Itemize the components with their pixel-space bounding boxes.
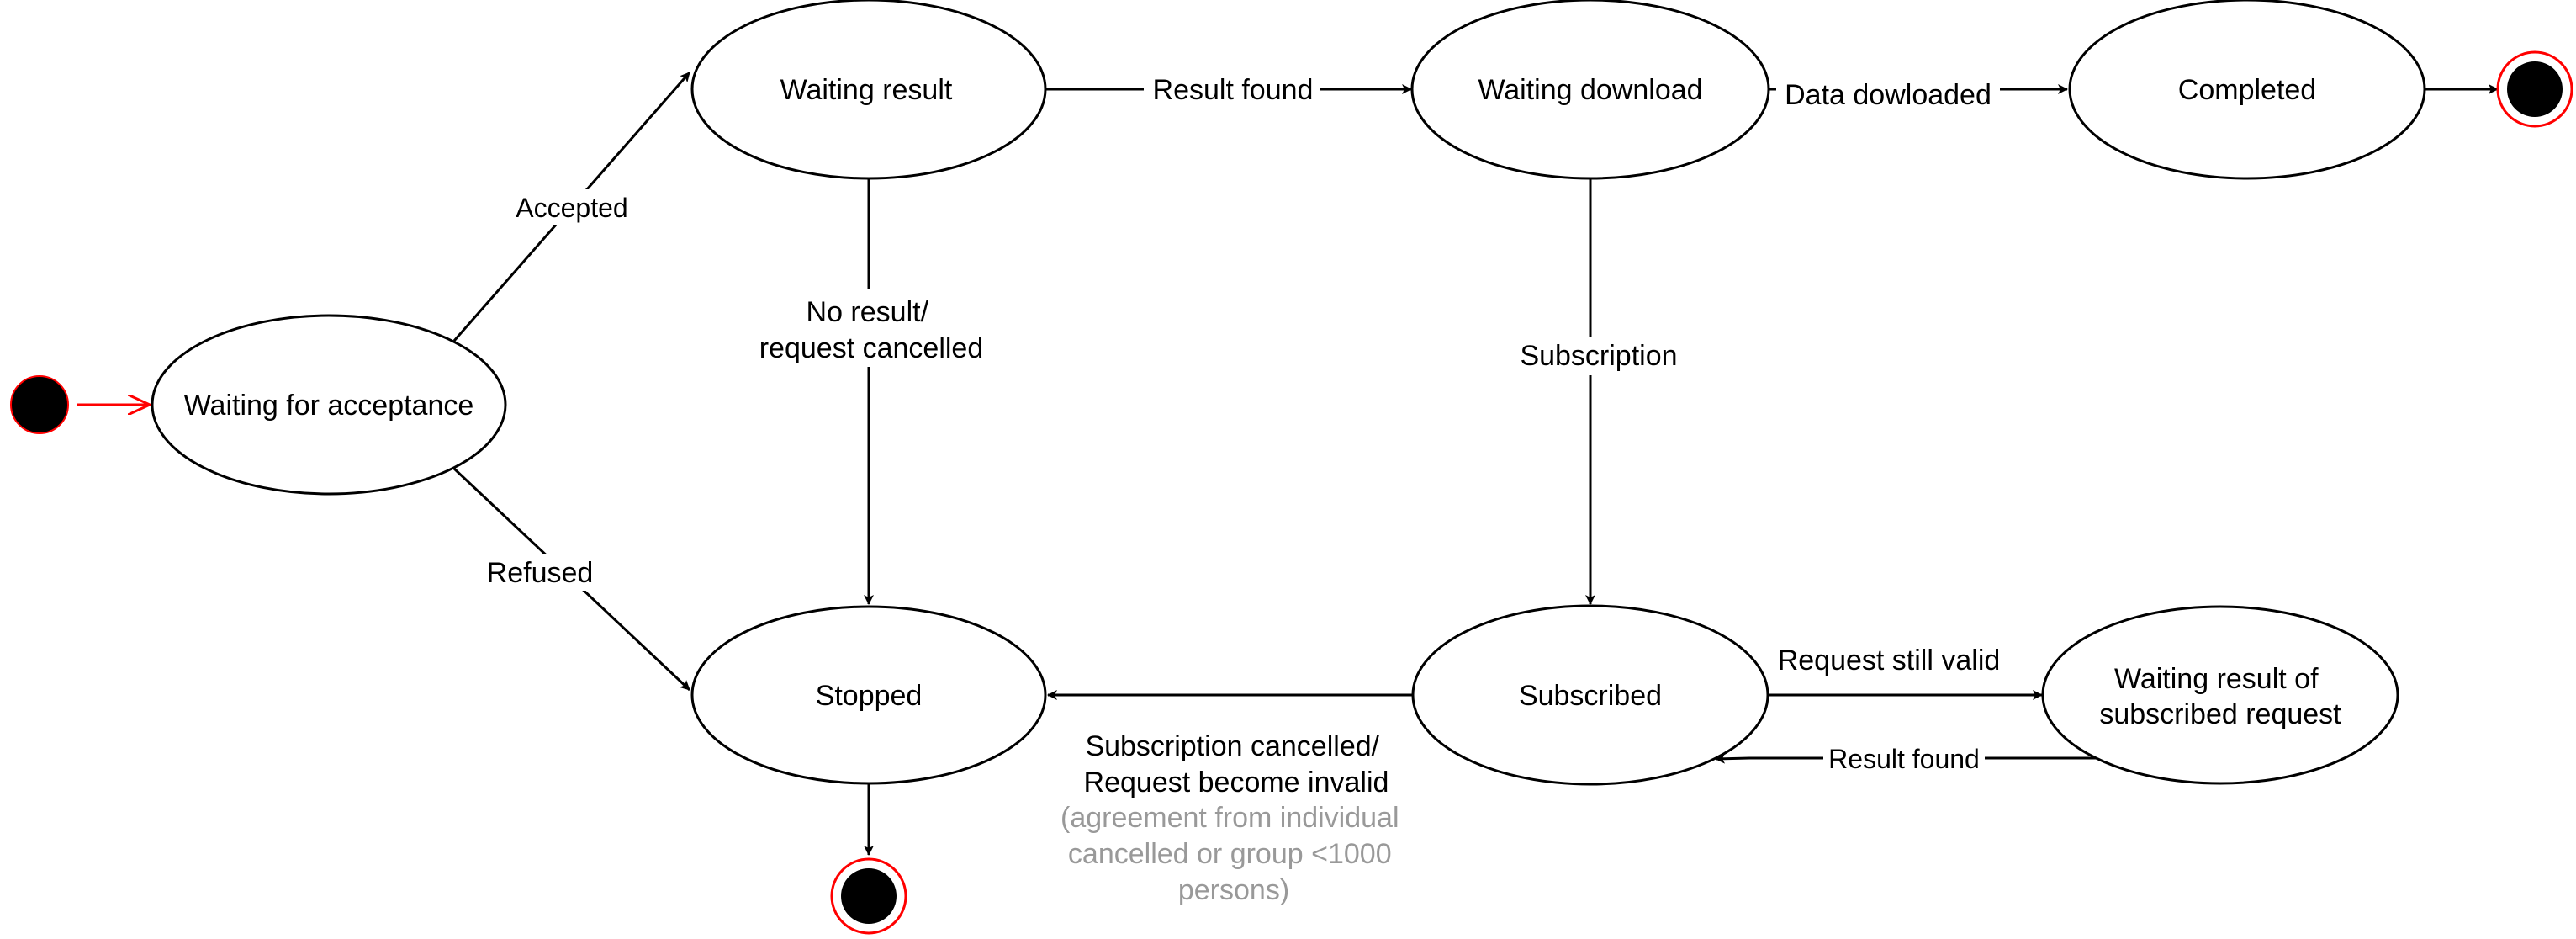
label-result-found: Result found <box>1153 74 1314 106</box>
label-accepted: Accepted <box>516 193 627 223</box>
label-subscription-cancelled-line-2: Request become invalid <box>1084 767 1389 798</box>
state-label-stopped: Stopped <box>816 680 923 712</box>
state-completed: Completed <box>2068 0 2426 180</box>
state-label-waiting-for-acceptance: Waiting for acceptance <box>184 390 474 422</box>
final-state-dot <box>841 868 897 924</box>
label-subscription-cancelled-note: (agreement from individual cancelled or … <box>1061 802 1407 906</box>
state-label-line-1: Waiting result of <box>2114 663 2319 695</box>
note-line-3: persons) <box>1178 874 1289 906</box>
state-waiting-download: Waiting download <box>1410 0 1770 180</box>
state-waiting-result-subscribed: Waiting result of subscribed request <box>2041 605 2399 785</box>
label-no-result-line-2: request cancelled <box>759 332 984 364</box>
label-data-downloaded: Data dowloaded <box>1785 79 1992 111</box>
state-stopped: Stopped <box>690 605 1047 785</box>
final-state-stopped <box>830 857 907 935</box>
initial-state-marker <box>10 375 69 434</box>
state-label-waiting-download: Waiting download <box>1478 74 1702 106</box>
label-no-result: No result/ request cancelled <box>759 296 984 364</box>
label-result-found-subscribed: Result found <box>1828 744 1980 774</box>
state-waiting-for-acceptance: Waiting for acceptance <box>151 314 507 496</box>
state-label-subscribed: Subscribed <box>1519 680 1662 712</box>
state-waiting-result: Waiting result <box>690 0 1047 180</box>
label-refused: Refused <box>487 557 594 589</box>
note-line-2: cancelled or group <1000 <box>1068 838 1392 870</box>
label-subscription-cancelled: Subscription cancelled/ Request become i… <box>1084 730 1389 798</box>
final-state-dot <box>2507 61 2563 117</box>
state-label-line-2: subscribed request <box>2099 698 2341 730</box>
label-request-still-valid: Request still valid <box>1778 645 2001 676</box>
state-label-waiting-result: Waiting result <box>780 74 953 106</box>
final-state-completed <box>2496 50 2573 128</box>
state-label-completed: Completed <box>2178 74 2316 106</box>
label-subscription-cancelled-line-1: Subscription cancelled/ <box>1085 730 1379 762</box>
label-subscription: Subscription <box>1520 340 1677 372</box>
state-label-waiting-result-subscribed: Waiting result of subscribed request <box>2099 663 2341 730</box>
state-subscribed: Subscribed <box>1411 604 1769 786</box>
label-no-result-line-1: No result/ <box>807 296 929 328</box>
note-line-1: (agreement from individual <box>1061 802 1399 834</box>
